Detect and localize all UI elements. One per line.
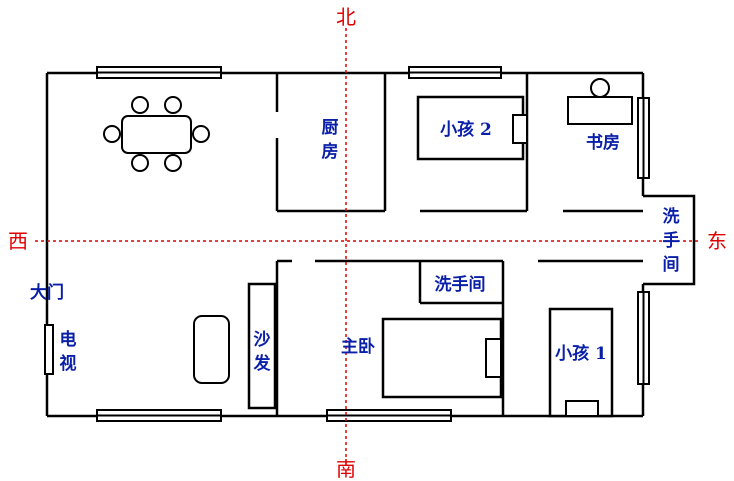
compass-axis — [35, 28, 700, 458]
study-label: 书房 — [586, 132, 620, 153]
chair-icon — [131, 96, 149, 114]
pillow-icon — [565, 400, 599, 417]
pillow-icon — [485, 338, 502, 378]
bathroom-east-label-1: 洗 — [663, 206, 680, 227]
dining-table-icon — [103, 96, 210, 172]
chair-icon — [131, 154, 149, 172]
chair-icon — [103, 125, 121, 143]
tv-label-1: 电 — [60, 329, 77, 350]
bathroom-east-label-3: 间 — [663, 254, 680, 275]
sofa-label-1: 沙 — [254, 330, 271, 350]
entrance-label: 大门 — [30, 282, 64, 303]
chair-icon — [192, 125, 210, 143]
bed-icon — [381, 317, 503, 399]
north-label: 北 — [336, 5, 356, 29]
child1-label: 小孩 1 — [555, 343, 607, 364]
sofa-icon — [247, 282, 277, 410]
chair-icon — [164, 96, 182, 114]
pillow-icon — [512, 114, 528, 144]
chair-icon — [164, 154, 182, 172]
child2-label: 小孩 2 — [440, 119, 492, 140]
kitchen-label-2: 房 — [322, 141, 339, 162]
bed-icon — [416, 95, 528, 161]
east-label: 东 — [707, 229, 727, 253]
coffee-table-icon — [193, 315, 230, 384]
bed-icon — [548, 307, 614, 418]
tv-icon — [44, 324, 54, 375]
sofa-label-2: 发 — [253, 353, 272, 374]
bathroom-east-label-2: 手 — [663, 230, 680, 251]
windows — [96, 66, 650, 422]
bathroom-center-label: 洗手间 — [435, 274, 486, 295]
desk-icon — [567, 78, 633, 125]
chair-icon — [590, 78, 610, 98]
south-label: 南 — [336, 457, 356, 481]
tv-label-2: 视 — [60, 353, 77, 374]
master-bedroom-label: 主卧 — [341, 336, 375, 357]
west-label: 西 — [8, 229, 28, 253]
kitchen-label-1: 厨 — [322, 118, 339, 138]
